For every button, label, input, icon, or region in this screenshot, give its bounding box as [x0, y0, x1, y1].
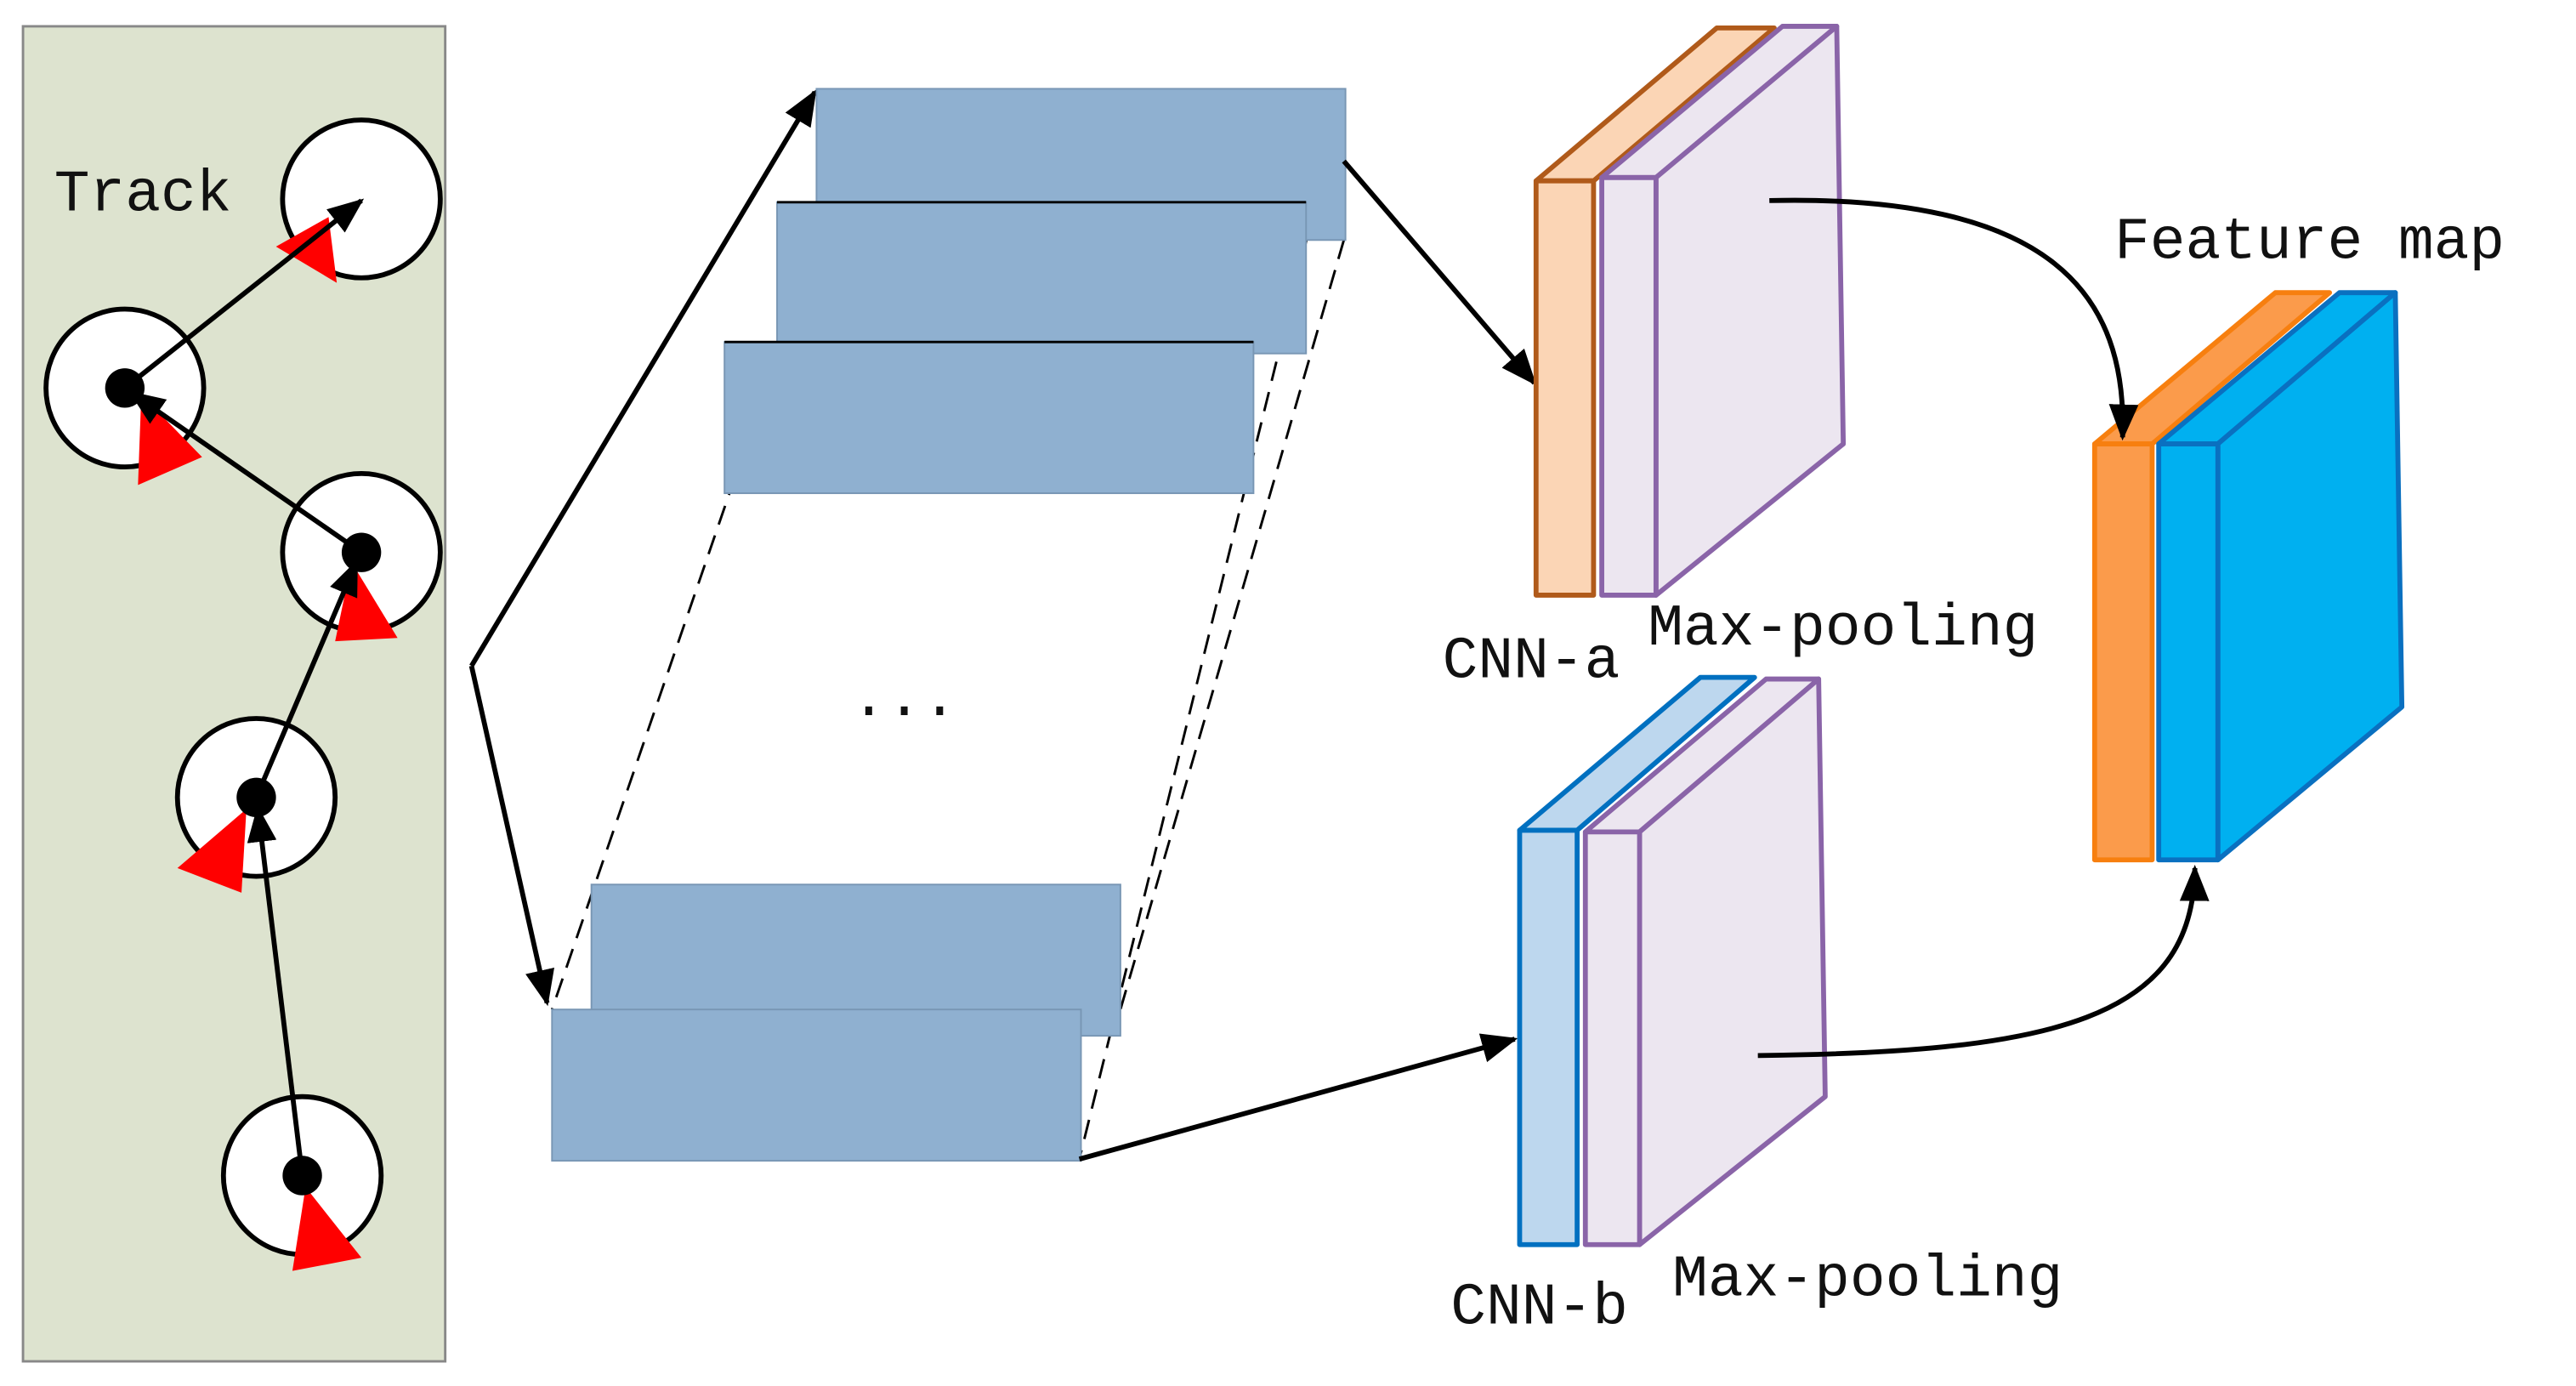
max-pooling-a-label: Max-pooling: [1648, 595, 2038, 662]
heading-marker-icon: [292, 1187, 362, 1271]
track-arrows: [123, 198, 365, 1176]
max-pooling-b-label: Max-pooling: [1672, 1247, 2063, 1314]
max-pooling-a-block: [1599, 24, 1847, 598]
heading-markers: [138, 217, 398, 1271]
track-panel: Track: [21, 25, 447, 1363]
frame-stack: ...: [550, 88, 1347, 1162]
merge-arrows: [1757, 197, 2210, 1059]
feature-map-block: [2091, 290, 2405, 863]
track-label: Track: [54, 161, 232, 228]
cnn-a-block: [1533, 24, 1847, 598]
frame-3: [723, 341, 1255, 495]
split-arrows: [468, 88, 817, 1007]
feature-map-label: Feature map: [2114, 209, 2505, 276]
frame-2: [776, 201, 1308, 355]
cnn-a-label: CNN-a: [1443, 628, 1620, 696]
frame-n: [551, 1008, 1082, 1162]
cnn-b-label: CNN-b: [1450, 1275, 1628, 1342]
ellipsis-label: ...: [851, 666, 957, 733]
cnn-b-block: [1517, 674, 1828, 1247]
cnn-input-arrows: [1078, 159, 1537, 1162]
max-pooling-b-block: [1582, 676, 1828, 1247]
heading-marker-icon: [177, 809, 247, 893]
